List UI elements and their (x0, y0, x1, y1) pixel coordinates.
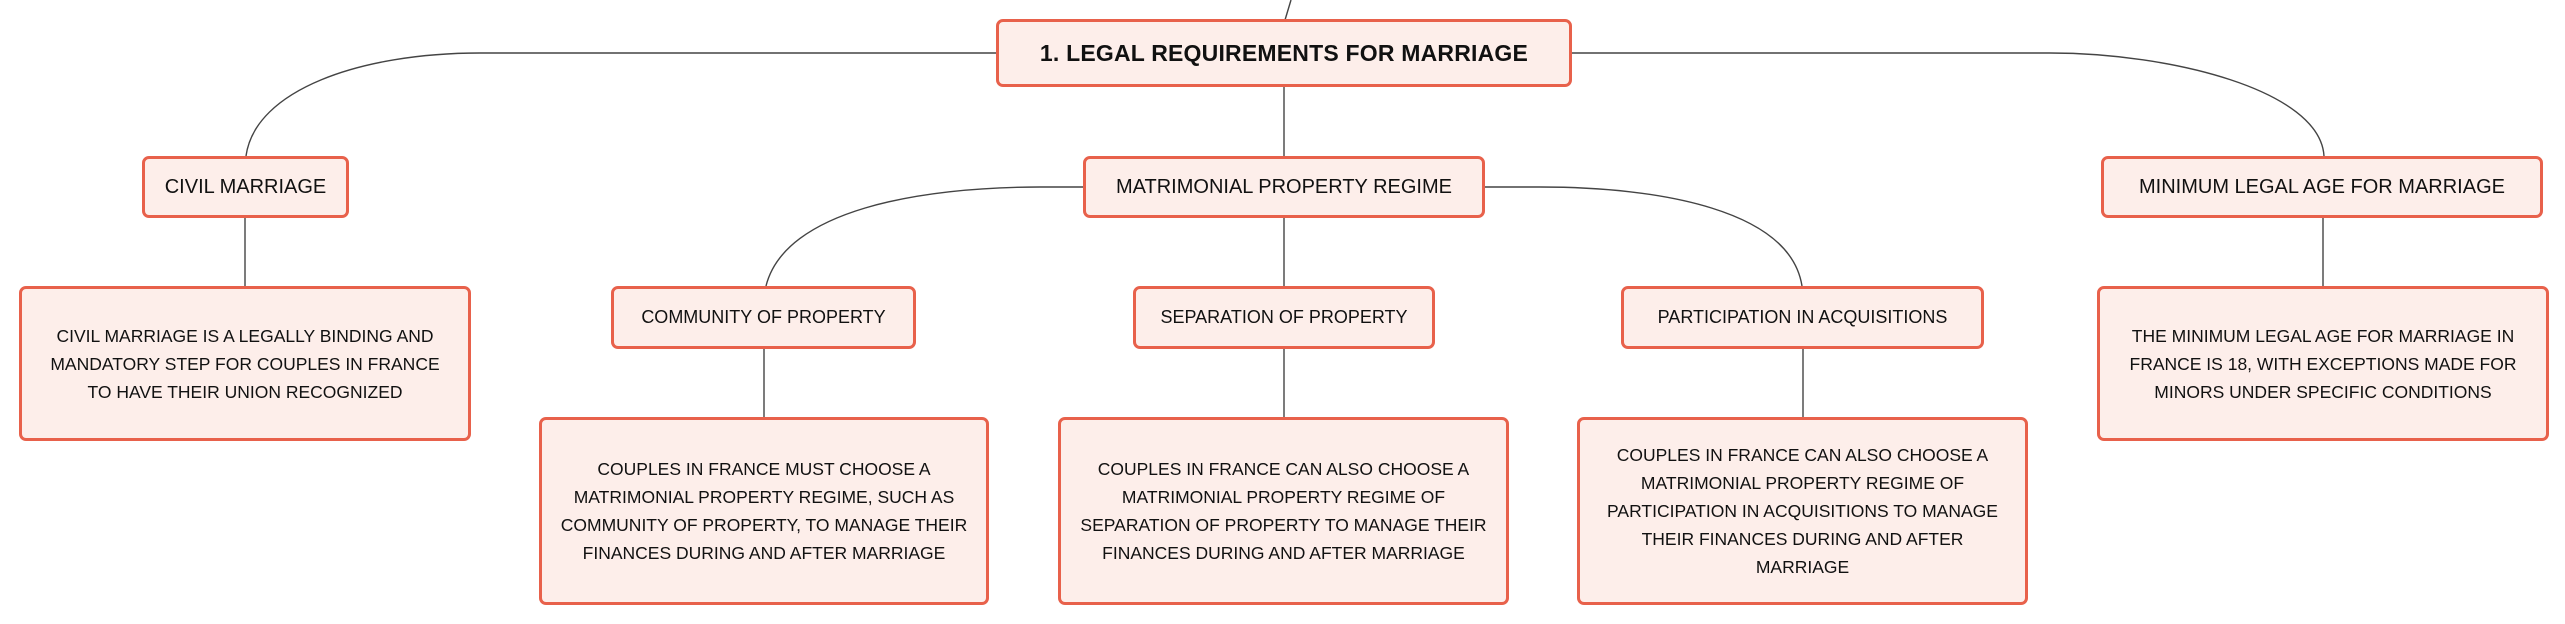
topic-civil-marriage[interactable]: CIVIL MARRIAGE (142, 156, 349, 218)
topic-civil-marriage-label: CIVIL MARRIAGE (164, 175, 327, 198)
root-node[interactable]: 1. LEGAL REQUIREMENTS FOR MARRIAGE (996, 19, 1572, 87)
connector-root-age (1572, 52, 2325, 157)
connector-parent-root (1284, 0, 1292, 21)
detail-civil-marriage-text: CIVIL MARRIAGE IS A LEGALLY BINDING AND … (50, 325, 440, 402)
connector-regime-participation (1485, 186, 1803, 287)
subtopic-participation-in-acquisitions[interactable]: PARTICIPATION IN ACQUISITIONS (1621, 286, 1984, 349)
connector-regime-community (765, 186, 1083, 287)
subtopic-separation-of-property[interactable]: SEPARATION OF PROPERTY (1133, 286, 1435, 349)
topic-minimum-legal-age[interactable]: MINIMUM LEGAL AGE FOR MARRIAGE (2101, 156, 2543, 218)
subtopic-participation-in-acquisitions-label: PARTICIPATION IN ACQUISITIONS (1657, 307, 1948, 327)
root-node-label: 1. LEGAL REQUIREMENTS FOR MARRIAGE (1039, 39, 1529, 66)
detail-minimum-legal-age[interactable]: THE MINIMUM LEGAL AGE FOR MARRIAGE IN FR… (2097, 286, 2549, 441)
detail-civil-marriage[interactable]: CIVIL MARRIAGE IS A LEGALLY BINDING AND … (19, 286, 471, 441)
topic-matrimonial-property-regime-label: MATRIMONIAL PROPERTY REGIME (1116, 175, 1452, 198)
detail-participation-in-acquisitions-text: COUPLES IN FRANCE CAN ALSO CHOOSE A MATR… (1607, 445, 1998, 577)
detail-community-of-property-text: COUPLES IN FRANCE MUST CHOOSE A MATRIMON… (560, 459, 968, 563)
detail-separation-of-property[interactable]: COUPLES IN FRANCE CAN ALSO CHOOSE A MATR… (1058, 417, 1509, 605)
subtopic-community-of-property[interactable]: COMMUNITY OF PROPERTY (611, 286, 916, 349)
detail-separation-of-property-text: COUPLES IN FRANCE CAN ALSO CHOOSE A MATR… (1080, 459, 1487, 563)
detail-minimum-legal-age-text: THE MINIMUM LEGAL AGE FOR MARRIAGE IN FR… (2129, 325, 2517, 402)
subtopic-separation-of-property-label: SEPARATION OF PROPERTY (1160, 307, 1408, 327)
detail-participation-in-acquisitions[interactable]: COUPLES IN FRANCE CAN ALSO CHOOSE A MATR… (1577, 417, 2028, 605)
topic-minimum-legal-age-label: MINIMUM LEGAL AGE FOR MARRIAGE (2139, 175, 2505, 198)
connector-root-civil (245, 52, 996, 157)
subtopic-community-of-property-label: COMMUNITY OF PROPERTY (641, 307, 886, 327)
topic-matrimonial-property-regime[interactable]: MATRIMONIAL PROPERTY REGIME (1083, 156, 1485, 218)
detail-community-of-property[interactable]: COUPLES IN FRANCE MUST CHOOSE A MATRIMON… (539, 417, 989, 605)
